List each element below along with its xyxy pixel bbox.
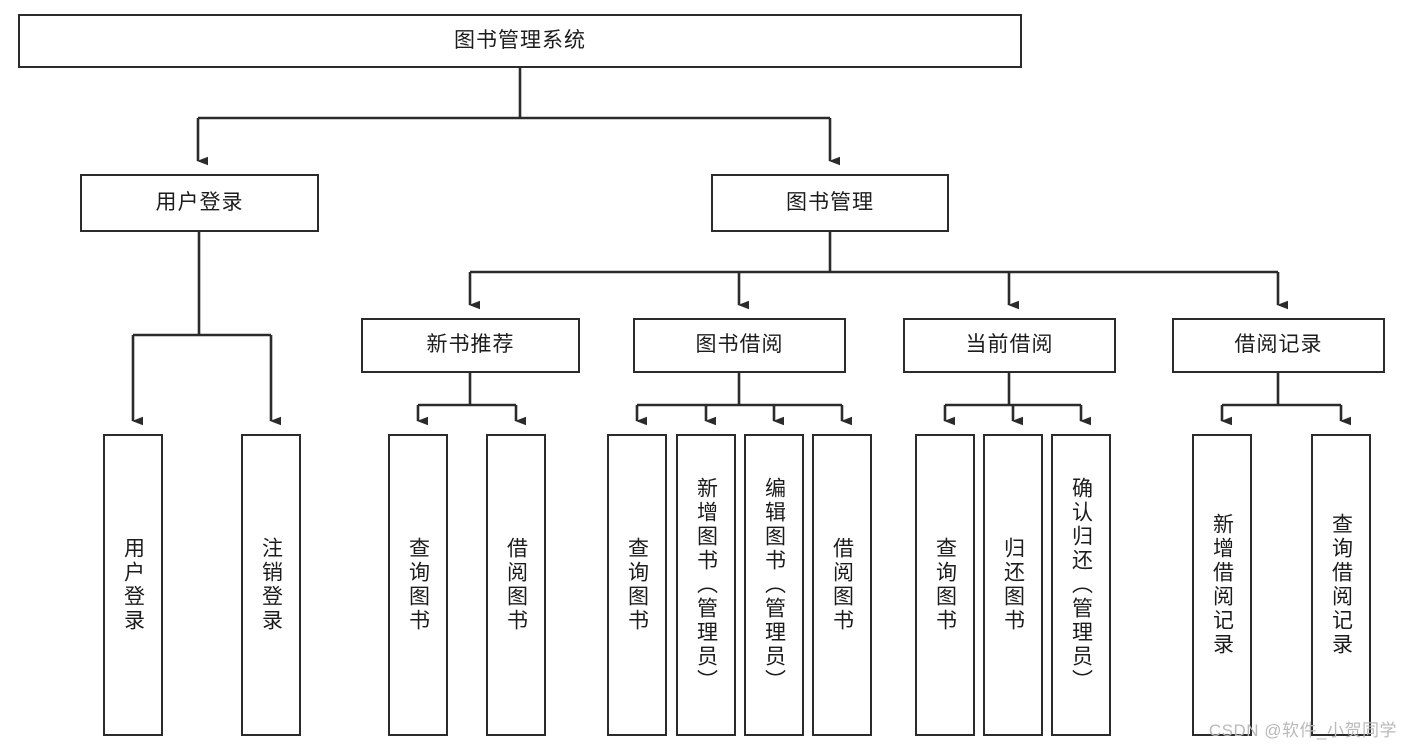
node-leaf-borrow-book-2-label: 借阅图书 <box>830 537 854 633</box>
node-leaf-edit-book-admin[interactable]: 编辑图书（管理员） <box>744 434 804 736</box>
node-leaf-logout[interactable]: 注销登录 <box>241 434 301 736</box>
node-current-borrow[interactable]: 当前借阅 <box>903 318 1116 373</box>
node-leaf-borrow-book-1[interactable]: 借阅图书 <box>486 434 546 736</box>
node-user-login-label: 用户登录 <box>155 190 244 214</box>
node-leaf-user-login-label: 用户登录 <box>121 537 145 633</box>
node-leaf-return-book-label: 归还图书 <box>1001 537 1025 633</box>
watermark-text: CSDN @软件_小贺同学 <box>1208 721 1397 740</box>
node-root-label: 图书管理系统 <box>454 28 586 52</box>
node-leaf-add-borrow-record[interactable]: 新增借阅记录 <box>1192 434 1252 736</box>
node-borrow-records[interactable]: 借阅记录 <box>1172 318 1385 373</box>
node-leaf-add-book-admin-label: 新增图书（管理员） <box>694 477 718 693</box>
node-leaf-query-book-2[interactable]: 查询图书 <box>607 434 667 736</box>
node-leaf-edit-book-admin-label: 编辑图书（管理员） <box>762 477 786 693</box>
node-leaf-query-book-3-label: 查询图书 <box>933 537 957 633</box>
node-leaf-confirm-return-admin-label: 确认归还（管理员） <box>1069 477 1093 693</box>
node-leaf-add-book-admin[interactable]: 新增图书（管理员） <box>676 434 736 736</box>
node-new-book-rec-label: 新书推荐 <box>426 333 515 357</box>
node-new-book-rec[interactable]: 新书推荐 <box>361 318 580 373</box>
node-leaf-borrow-book-2[interactable]: 借阅图书 <box>812 434 872 736</box>
node-leaf-query-book-2-label: 查询图书 <box>625 537 649 633</box>
node-leaf-query-book-1-label: 查询图书 <box>406 537 430 633</box>
node-borrow-records-label: 借阅记录 <box>1234 333 1323 357</box>
node-leaf-return-book[interactable]: 归还图书 <box>983 434 1043 736</box>
node-root[interactable]: 图书管理系统 <box>18 14 1022 68</box>
node-leaf-user-login[interactable]: 用户登录 <box>103 434 163 736</box>
node-leaf-logout-label: 注销登录 <box>259 537 283 633</box>
node-leaf-query-book-3[interactable]: 查询图书 <box>915 434 975 736</box>
node-book-borrow[interactable]: 图书借阅 <box>633 318 846 373</box>
node-book-borrow-label: 图书借阅 <box>695 333 784 357</box>
node-leaf-query-book-1[interactable]: 查询图书 <box>388 434 448 736</box>
node-leaf-confirm-return-admin[interactable]: 确认归还（管理员） <box>1051 434 1111 736</box>
node-book-manage[interactable]: 图书管理 <box>711 174 949 232</box>
node-leaf-query-borrow-record-label: 查询借阅记录 <box>1329 513 1353 657</box>
node-leaf-borrow-book-1-label: 借阅图书 <box>504 537 528 633</box>
node-leaf-add-borrow-record-label: 新增借阅记录 <box>1210 513 1234 657</box>
node-leaf-query-borrow-record[interactable]: 查询借阅记录 <box>1311 434 1371 736</box>
node-current-borrow-label: 当前借阅 <box>965 333 1054 357</box>
node-user-login[interactable]: 用户登录 <box>80 174 319 232</box>
node-book-manage-label: 图书管理 <box>786 190 874 214</box>
